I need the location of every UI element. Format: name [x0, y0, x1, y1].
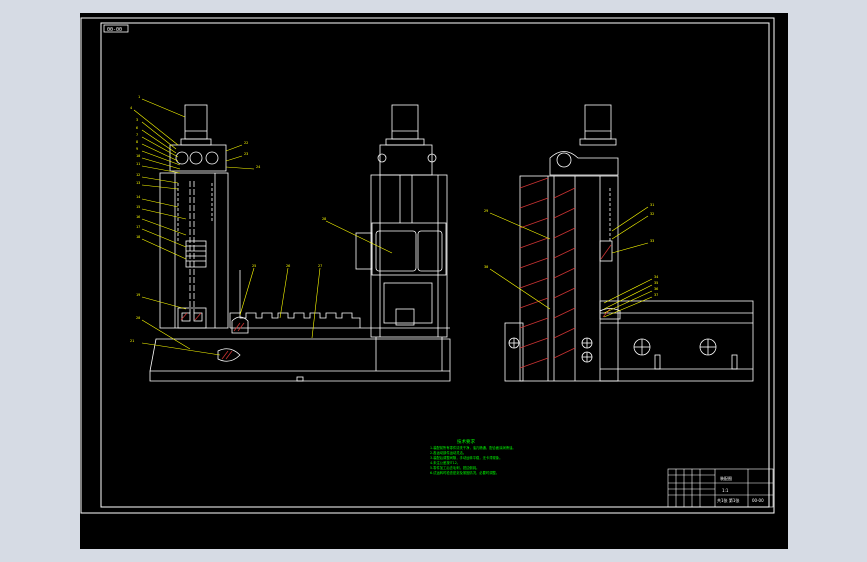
- svg-text:15: 15: [136, 205, 140, 209]
- section-view-leaders: [489, 206, 653, 318]
- svg-text:19: 19: [136, 293, 140, 297]
- section-hatch: [519, 177, 612, 369]
- svg-text:22: 22: [244, 141, 248, 145]
- svg-text:7: 7: [136, 133, 138, 137]
- corner-tag-box: [103, 24, 129, 33]
- tech-note-line: 2.各运动部件运动灵活。: [430, 450, 466, 455]
- svg-text:36: 36: [654, 287, 658, 291]
- section-column: [519, 175, 619, 382]
- tech-notes-title: 技术要求: [457, 438, 475, 445]
- section-view: [504, 104, 754, 382]
- svg-text:4: 4: [130, 106, 132, 110]
- svg-text:21: 21: [130, 339, 134, 343]
- svg-text:37: 37: [654, 293, 658, 297]
- tech-note-line: 4.未注公差按IT12。: [430, 460, 460, 465]
- inner-border: [100, 22, 770, 508]
- svg-text:14: 14: [136, 195, 140, 199]
- title-block-code: 00-00: [752, 498, 764, 503]
- title-block: [667, 468, 774, 508]
- svg-text:8: 8: [136, 140, 138, 144]
- svg-text:26: 26: [286, 264, 290, 268]
- svg-text:16: 16: [136, 215, 140, 219]
- front-clamp: [231, 316, 249, 334]
- cad-drawing-canvas[interactable]: 00-00: [80, 13, 788, 549]
- front-base: [149, 338, 451, 382]
- svg-text:3: 3: [136, 118, 138, 122]
- front-gear-head: [169, 144, 227, 172]
- svg-text:32: 32: [650, 212, 654, 216]
- svg-text:12: 12: [136, 173, 140, 177]
- assembly-drawing: 00-00: [80, 17, 775, 514]
- side-motor-body: [391, 104, 419, 140]
- side-window-left: [375, 230, 417, 272]
- side-gear-head: [379, 144, 433, 176]
- title-block-sheet: 共1张 第1张: [717, 497, 739, 503]
- svg-text:25: 25: [252, 264, 256, 268]
- svg-text:30: 30: [484, 265, 488, 269]
- svg-text:10: 10: [136, 154, 140, 158]
- side-view: [355, 104, 448, 371]
- svg-text:20: 20: [136, 316, 140, 320]
- outer-border: [80, 17, 775, 514]
- svg-text:35: 35: [654, 281, 658, 285]
- svg-text:29: 29: [484, 209, 488, 213]
- tech-note-line: 1.装配前所有零件清洗干净，油孔畅通，配合面涂润滑油。: [430, 445, 516, 450]
- tech-note-line: 6.试运转时检查密封及紧固情况，必要时调整。: [430, 470, 499, 475]
- tech-note-line: 5.零件加工后去毛刺，锐边倒钝。: [430, 465, 479, 470]
- side-window-right: [417, 230, 443, 272]
- front-view-leaders: [133, 98, 321, 356]
- tech-notes: 技术要求 1.装配前所有零件清洗干净，油孔畅通，配合面涂润滑油。 2.各运动部件…: [430, 438, 516, 475]
- svg-text:11: 11: [136, 162, 140, 166]
- front-foot-clamp: [217, 348, 241, 362]
- svg-text:18: 18: [136, 235, 140, 239]
- side-column: [370, 174, 448, 338]
- front-rack-table: [229, 312, 361, 328]
- corner-tag: 00-00: [107, 27, 122, 33]
- svg-text:13: 13: [136, 181, 140, 185]
- svg-text:24: 24: [256, 165, 260, 169]
- svg-text:17: 17: [136, 225, 140, 229]
- svg-text:28: 28: [322, 217, 326, 221]
- svg-text:6: 6: [136, 126, 138, 130]
- svg-text:27: 27: [318, 264, 322, 268]
- tech-note-line: 3.装配后调整间隙，手动运转平稳，无卡滞现象。: [430, 455, 502, 460]
- front-carriage-block: [177, 307, 207, 329]
- section-motor-body: [584, 104, 612, 140]
- svg-text:1: 1: [138, 95, 140, 99]
- section-base-left: [504, 322, 524, 382]
- svg-text:34: 34: [654, 275, 658, 279]
- title-block-scale: 1:1: [722, 488, 729, 493]
- section-gear-head: [549, 151, 619, 176]
- front-view: [149, 104, 451, 382]
- svg-text:33: 33: [650, 239, 654, 243]
- front-motor-body: [184, 104, 208, 140]
- svg-text:23: 23: [244, 152, 248, 156]
- svg-text:9: 9: [136, 147, 138, 151]
- title-block-name: 装配图: [720, 475, 732, 481]
- section-table: [599, 300, 754, 382]
- svg-text:31: 31: [650, 203, 654, 207]
